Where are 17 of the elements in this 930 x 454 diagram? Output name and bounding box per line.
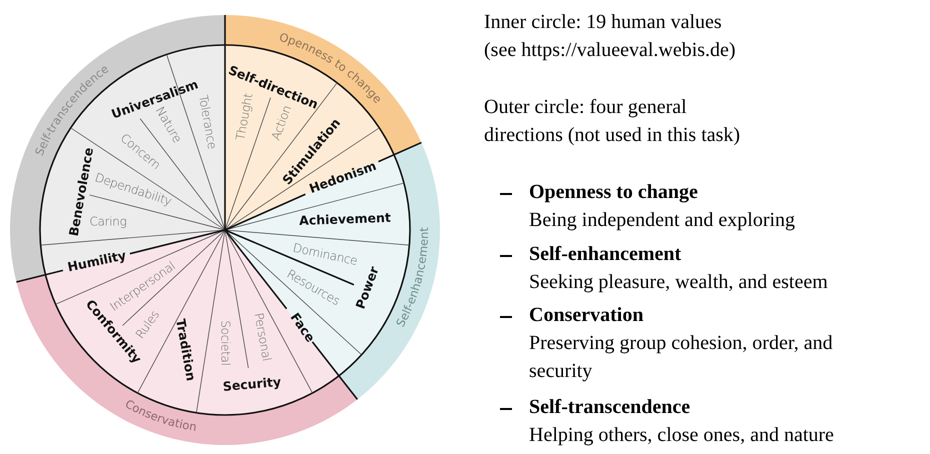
direction-heading: Self-enhancement [529,242,682,267]
sub-value-label: Caring [90,214,126,228]
sub-value-label: Tolerance [196,94,220,150]
direction-heading: Conservation [529,303,644,328]
value-label: Security [222,374,282,394]
direction-heading: Self-transcendence [529,395,690,420]
note-text: Inner circle: 19 human values (see https://valueeval.webis.de) [484,10,737,63]
sub-value-label: Personal [252,312,274,362]
direction-heading: Openness to change [529,180,698,205]
direction-description: Preserving group cohesion, order, and security [529,331,834,384]
direction-description: Being independent and exploring [529,208,796,233]
value-label: Achievement [298,210,392,228]
note-text: Outer circle: four general directions (not used in this task) [484,95,742,148]
direction-description: Helping others, close ones, and nature [529,423,835,448]
value-label: Tradition [173,318,199,382]
direction-description: Seeking pleasure, wealth, and esteem [529,270,829,295]
sub-value-label: Societal [218,320,233,366]
